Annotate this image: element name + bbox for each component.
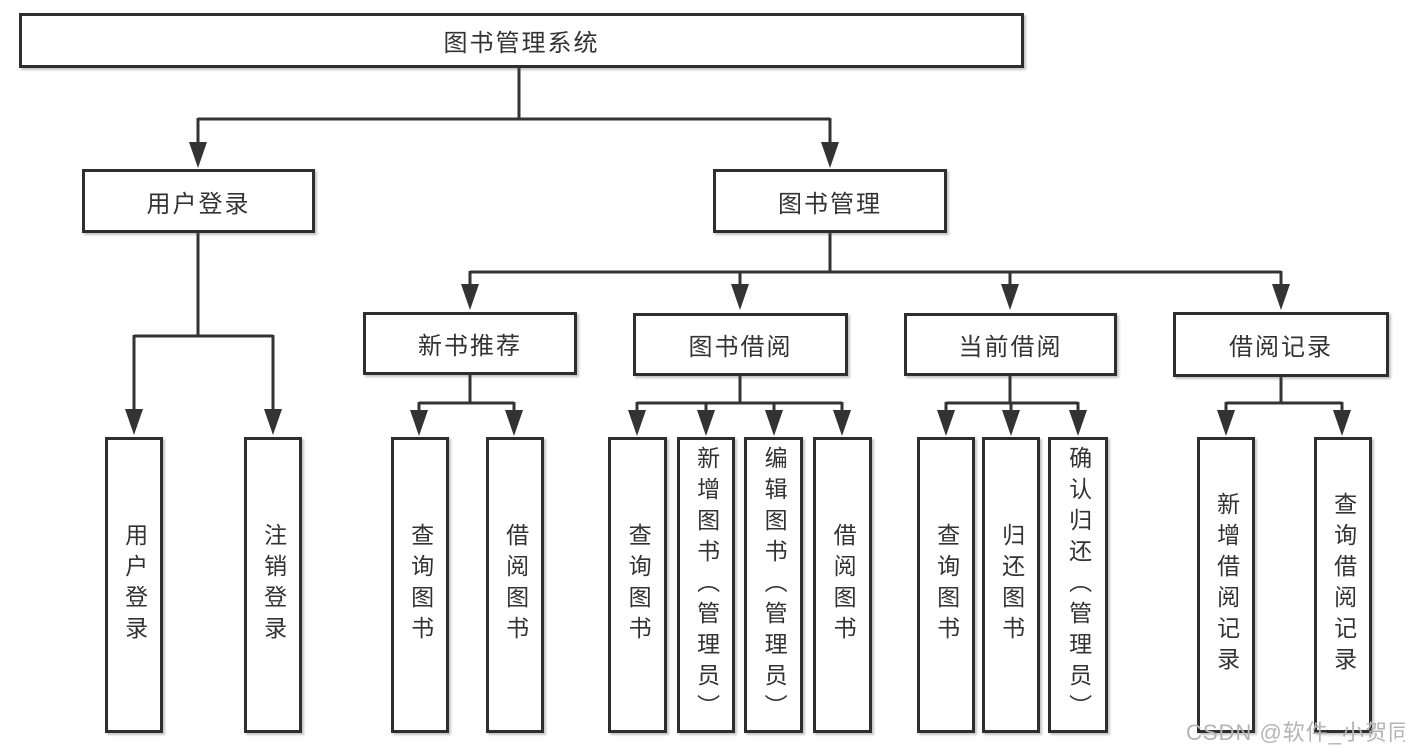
leaf-return-books-label: 归还图书 — [998, 523, 1025, 647]
leaf-query-books-borrow: 查询图书 — [608, 437, 667, 733]
node-current-borrow-label: 当前借阅 — [958, 334, 1063, 361]
leaf-query-borrow-record: 查询借阅记录 — [1314, 437, 1372, 733]
node-new-book-recommend: 新书推荐 — [363, 312, 577, 375]
node-borrow-records-label: 借阅记录 — [1229, 334, 1333, 361]
leaf-user-login: 用户登录 — [105, 437, 163, 733]
edge-group-book-borrow — [635, 376, 844, 412]
node-library-management-system-label: 图书管理系统 — [443, 30, 600, 57]
node-library-management-system: 图书管理系统 — [19, 13, 1024, 68]
leaf-borrow-books-recommend-label: 借阅图书 — [502, 523, 529, 647]
edge-group-current-borrow — [944, 376, 1080, 412]
node-new-book-recommend-label: 新书推荐 — [418, 333, 522, 360]
edge-group-borrow-records — [1224, 377, 1344, 412]
arrowheads-book-borrow — [628, 410, 851, 436]
node-current-borrow: 当前借阅 — [904, 313, 1117, 376]
leaf-add-borrow-record: 新增借阅记录 — [1197, 437, 1255, 733]
leaf-query-books-recommend: 查询图书 — [391, 437, 449, 733]
csdn-watermark: CSDN @软件_小贺同学 — [1186, 720, 1405, 745]
arrowheads-root — [189, 142, 839, 168]
leaf-edit-book-admin-label: 编辑图书（管理员） — [761, 445, 788, 725]
node-user-login-label: 用户登录 — [146, 190, 251, 218]
node-user-login: 用户登录 — [82, 169, 315, 233]
leaf-query-books-current: 查询图书 — [917, 437, 975, 733]
leaf-edit-book-admin: 编辑图书（管理员） — [744, 437, 803, 733]
arrowheads-book-management — [461, 284, 1290, 310]
leaf-confirm-return-admin-label: 确认归还（管理员） — [1065, 445, 1092, 725]
leaf-borrow-books-label: 借阅图书 — [830, 523, 857, 647]
leaf-logout: 注销登录 — [244, 437, 302, 733]
node-book-management: 图书管理 — [713, 169, 947, 233]
leaf-add-borrow-record-label: 新增借阅记录 — [1213, 492, 1240, 678]
leaf-add-book-admin: 新增图书（管理员） — [677, 437, 735, 733]
edge-group-book-management — [468, 233, 1283, 288]
leaf-query-books-current-label: 查询图书 — [933, 523, 960, 647]
edge-group-user-login — [132, 233, 275, 412]
node-book-borrow-label: 图书借阅 — [688, 334, 793, 361]
node-book-borrow: 图书借阅 — [633, 313, 848, 376]
leaf-add-book-admin-label: 新增图书（管理员） — [693, 445, 720, 725]
leaf-borrow-books: 借阅图书 — [813, 437, 872, 733]
leaf-user-login-label: 用户登录 — [121, 523, 148, 647]
leaf-query-books-borrow-label: 查询图书 — [625, 523, 652, 647]
node-borrow-records: 借阅记录 — [1173, 312, 1389, 377]
leaf-logout-label: 注销登录 — [260, 523, 287, 647]
leaf-confirm-return-admin: 确认归还（管理员） — [1048, 437, 1108, 733]
arrowheads-borrow-records — [1217, 410, 1351, 436]
edge-group-root — [196, 66, 832, 146]
arrowheads-current-borrow — [937, 410, 1087, 436]
leaf-query-books-recommend-label: 查询图书 — [407, 523, 434, 647]
leaf-return-books: 归还图书 — [982, 437, 1040, 733]
node-book-management-label: 图书管理 — [778, 190, 882, 218]
arrowheads-user-login — [125, 409, 282, 435]
leaf-borrow-books-recommend: 借阅图书 — [486, 437, 544, 733]
arrowheads-new-book-recommend — [410, 410, 523, 436]
leaf-query-borrow-record-label: 查询借阅记录 — [1330, 492, 1357, 678]
edge-group-new-book-recommend — [417, 375, 516, 412]
